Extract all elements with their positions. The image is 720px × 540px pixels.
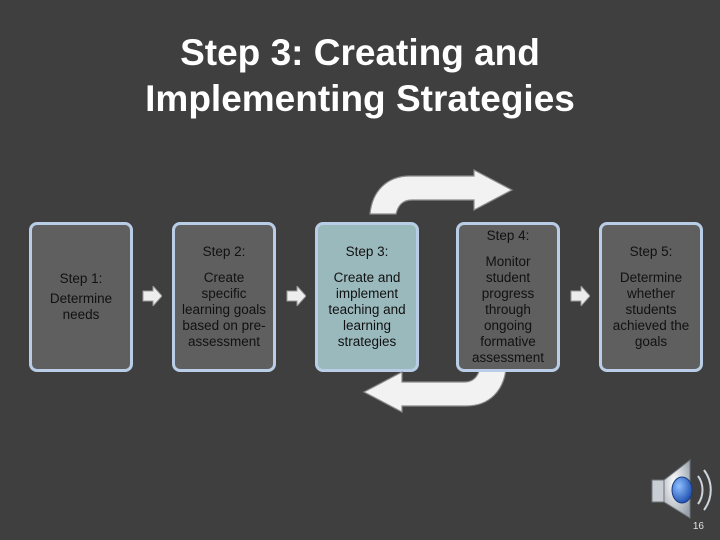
step-4-text: Monitor student progress through ongoing… [471, 254, 545, 365]
step-5-text: Determine whether students achieved the … [612, 270, 690, 349]
step-2-box: Step 2: Create specific learning goals b… [172, 222, 276, 372]
title-line-2: Implementing Strategies [145, 78, 575, 119]
step-1-text: Determine needs [49, 291, 113, 322]
step-2-label: Step 2: [202, 244, 246, 259]
chevron-right-icon [142, 286, 162, 306]
step-3-box: Step 3: Create and implement teaching an… [315, 222, 419, 372]
step-4-label: Step 4: [486, 228, 530, 243]
cycle-arrow-icon [362, 367, 507, 413]
step-3-label: Step 3: [345, 244, 389, 259]
step-3-text: Create and implement teaching and learni… [328, 270, 406, 349]
step-5-box: Step 5: Determine whether students achie… [599, 222, 703, 372]
cycle-arrow-icon [369, 169, 514, 215]
speaker-icon[interactable] [646, 452, 716, 522]
title-line-1: Step 3: Creating and [180, 32, 540, 73]
slide-title: Step 3: Creating and Implementing Strate… [0, 30, 720, 122]
step-1-label: Step 1: [59, 271, 103, 286]
step-2-text: Create specific learning goals based on … [181, 270, 267, 349]
page-number: 16 [692, 521, 704, 532]
step-1-box: Step 1: Determine needs [29, 222, 133, 372]
step-4-box: Step 4: Monitor student progress through… [456, 222, 560, 372]
chevron-right-icon [286, 286, 306, 306]
chevron-right-icon [570, 286, 590, 306]
step-5-label: Step 5: [629, 244, 673, 259]
